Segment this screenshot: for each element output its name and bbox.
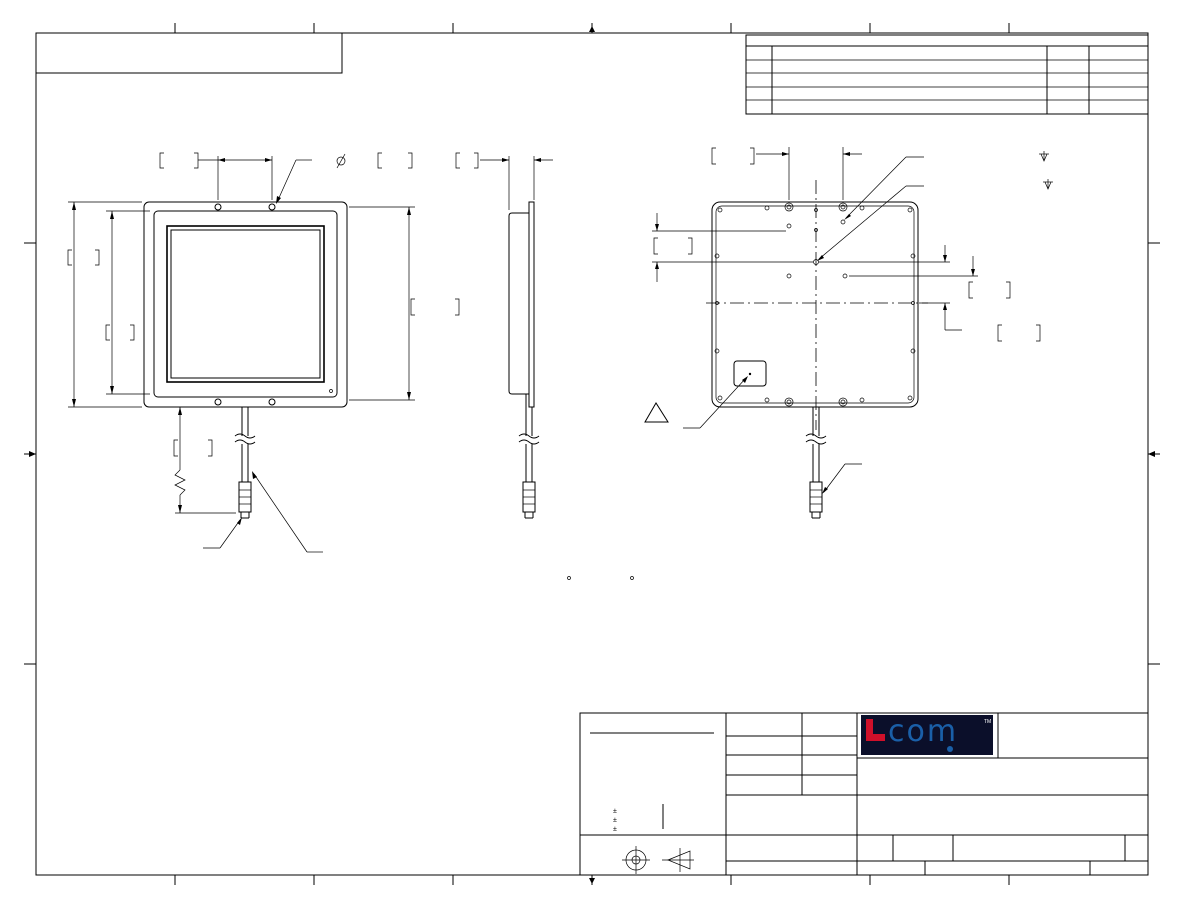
svg-text:±: ± [613,808,617,815]
mounting-hole [786,273,792,279]
mounting-hole [842,273,848,279]
svg-text:±: ± [613,826,617,833]
mounting-hole [268,398,276,406]
svg-text:TM: TM [984,719,991,725]
svg-text:com: com [888,714,958,749]
rear-view-dimensions [644,147,1053,494]
drawing-border [24,23,1160,885]
mounting-hole [840,219,846,225]
rear-view [706,180,928,519]
mounting-hole [814,228,818,232]
depth-symbol [1039,151,1049,162]
product-label-area [733,360,767,387]
mounting-hole [786,223,792,229]
degree-symbol [567,576,571,580]
projection-symbol [622,846,694,874]
drawing-number-box [35,32,343,74]
front-view [143,201,348,519]
side-view [480,156,553,519]
mounting-hole [268,203,276,211]
revision-table [745,34,1149,115]
note-flag-triangle [644,402,669,423]
mounting-hole [214,203,222,211]
degree-symbol [630,576,634,580]
company-logo: com TM [861,714,993,755]
depth-symbol [1043,179,1053,190]
mounting-hole [214,398,222,406]
svg-text:±: ± [613,817,617,824]
mounting-hole [813,259,819,265]
title-block: ± ± ± [579,712,1149,876]
diameter-symbol [336,153,346,169]
front-view-dimensions [67,152,479,553]
